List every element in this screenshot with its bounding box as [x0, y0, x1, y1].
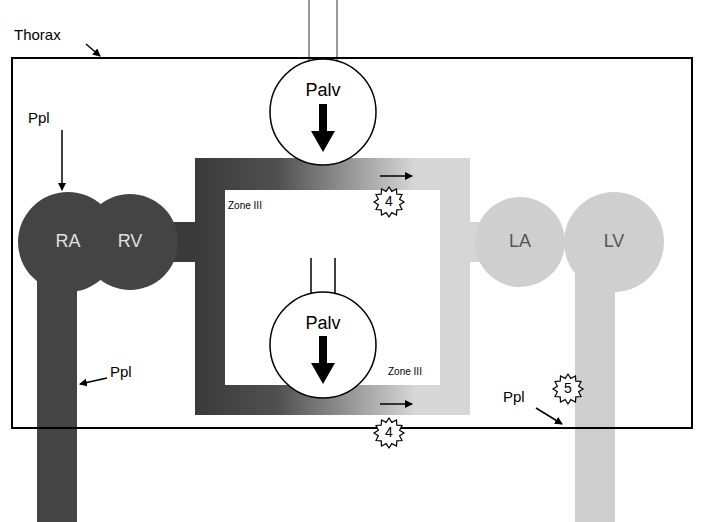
- callout-number: 4: [385, 425, 393, 440]
- node-text: RA: [55, 232, 80, 252]
- callout-stars: [374, 187, 583, 448]
- leader-arrow: [86, 44, 100, 56]
- zone-label: Zone III: [388, 366, 422, 377]
- node-text: LV: [604, 232, 625, 252]
- zone-label: Zone III: [228, 200, 262, 211]
- alveolus-outline: [270, 292, 376, 398]
- alveolus-outline: [270, 59, 376, 165]
- callout-number: 5: [564, 381, 572, 396]
- pressure-arrow: [311, 104, 335, 152]
- alveolus: Palv: [270, 292, 376, 398]
- node-text: LA: [509, 232, 531, 252]
- flow-arrow: [380, 403, 412, 405]
- region-label: Thorax: [14, 27, 61, 44]
- node-text: Palv: [305, 81, 340, 101]
- callout-star: [553, 374, 583, 404]
- alveolus-fill: [270, 59, 376, 165]
- airway: [310, 258, 312, 296]
- airway: [309, 0, 337, 62]
- pressure-label: Ppl: [110, 364, 132, 381]
- callout-number: 4: [385, 194, 393, 209]
- leader-arrow: [61, 130, 63, 190]
- node-text: RV: [118, 232, 143, 252]
- pulmonary-vessels: [195, 158, 470, 415]
- node-text: Palv: [305, 314, 340, 334]
- airway: [334, 258, 336, 296]
- pressure-arrow: [311, 336, 335, 384]
- leader-arrow: [80, 378, 107, 384]
- right-ventricle: RV: [82, 194, 178, 290]
- alveolus: Palv: [270, 59, 376, 165]
- callout-star: [374, 187, 404, 217]
- thorax-outline: [12, 58, 692, 428]
- pressure-label: Ppl: [28, 110, 50, 127]
- flow-arrow: [380, 175, 412, 177]
- pressure-label: Ppl: [503, 389, 525, 406]
- callout-star: [374, 418, 404, 448]
- leader-arrow: [536, 408, 562, 424]
- left-atrium: LA: [475, 197, 565, 287]
- alveolus-fill: [270, 292, 376, 398]
- left-ventricle: LV: [564, 192, 664, 292]
